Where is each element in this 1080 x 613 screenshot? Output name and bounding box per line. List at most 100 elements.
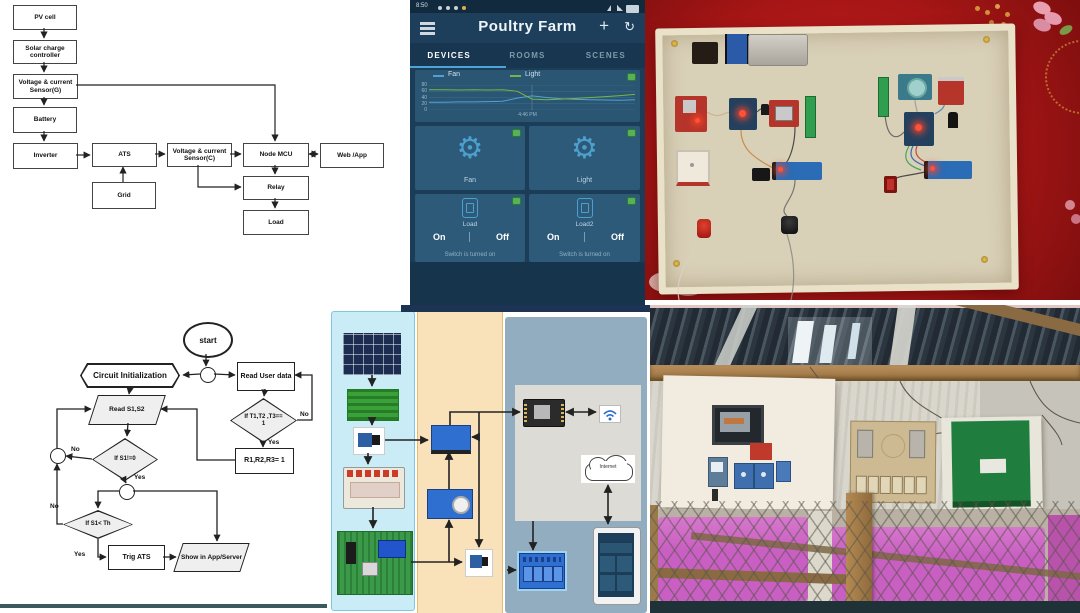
online-indicator: [512, 129, 521, 137]
floral-decoration: [1065, 200, 1075, 210]
read-s1s2-node: Read S1,S2: [88, 395, 166, 425]
switch-icon-inner: [581, 203, 589, 213]
phone-screen: [598, 533, 634, 597]
antenna-dot: [690, 163, 694, 167]
trig-ats-node: Trig ATS: [108, 545, 165, 570]
switch-icon: [577, 198, 593, 218]
led-indicator: [778, 167, 783, 172]
y-axis-tick-label: 60: [421, 88, 427, 95]
red-component: [750, 443, 772, 460]
internet-cloud: Internet: [581, 455, 635, 483]
relay-block: [533, 566, 543, 582]
tile-load2[interactable]: Load2 On Off Switch is turned on: [529, 194, 640, 262]
gear-icon: ⚙: [456, 132, 484, 165]
energy-meter: [708, 457, 728, 487]
tile-label: Load: [462, 221, 478, 228]
tile-light[interactable]: ⚙ Light: [529, 126, 640, 190]
tile-fan[interactable]: ⚙ Fan: [415, 126, 525, 190]
off-button[interactable]: Off: [611, 232, 624, 242]
terminal-block: [891, 475, 903, 495]
node-solar-charge: Solar charge controller: [13, 40, 77, 64]
mini-app-header: [600, 535, 632, 541]
add-device-icon[interactable]: +: [599, 16, 609, 35]
terminal-block: [915, 476, 927, 495]
read-user-node: Read User data: [237, 362, 295, 391]
menu-icon[interactable]: [420, 22, 435, 25]
esp-chip: [534, 405, 550, 419]
light-legend-label[interactable]: Light: [525, 71, 541, 78]
flower-decoration: [1031, 0, 1053, 17]
terminal-block: [903, 476, 915, 495]
pir-sensor: [898, 74, 932, 100]
online-indicator: [512, 197, 521, 205]
onoff-divider: [584, 232, 585, 242]
antenna-pcb: [878, 77, 889, 117]
pin-header: [524, 402, 527, 422]
off-button[interactable]: Off: [496, 232, 509, 242]
tile-load[interactable]: Load On Off Switch is turned on: [415, 194, 525, 262]
transistor: [761, 104, 769, 115]
mobile-phone: [593, 527, 641, 605]
node-ats: ATS: [92, 143, 157, 167]
fan-legend-label[interactable]: Fan: [448, 71, 461, 78]
transformer: [362, 562, 378, 576]
app-header: Poultry Farm + ↻: [410, 13, 645, 43]
node-label: Read User data: [240, 372, 292, 380]
panel-system-diagram: Internet: [327, 305, 650, 613]
refresh-icon[interactable]: ↻: [624, 19, 635, 34]
mini-tile: [617, 556, 632, 572]
sim-tray: [775, 106, 793, 121]
node-label: Read S1,S2: [109, 406, 145, 414]
light-legend-swatch: [510, 75, 521, 77]
tab-devices[interactable]: DEVICES: [427, 51, 471, 60]
corner-screw: [983, 36, 990, 43]
node-relay: Relay: [243, 176, 309, 200]
cond-s1-node: If S1!=0: [92, 438, 158, 481]
led-indicator: [695, 118, 700, 123]
relay-terminals: [523, 557, 561, 562]
led-indicator: [739, 110, 746, 117]
gps-ceramic-antenna: [676, 150, 710, 186]
set-relays-node: R1,R2,R3= 1: [235, 448, 294, 474]
node-label: Voltage & current Sensor(G): [18, 79, 73, 94]
capacitor-block: [378, 540, 406, 558]
onoff-divider: [469, 232, 470, 242]
mini-tile: [617, 575, 632, 591]
wifi-icon: [603, 410, 617, 421]
pin-header: [561, 402, 564, 422]
mini-chart: [600, 543, 632, 553]
terminal-block: [879, 475, 891, 494]
active-tab-underline: [410, 66, 506, 68]
switch-status-text: Switch is turned on: [444, 252, 496, 258]
no-label: No: [71, 446, 80, 453]
relay-bank: [734, 463, 774, 489]
gps-module: [675, 96, 707, 132]
start-node: start: [183, 322, 233, 358]
on-button[interactable]: On: [547, 232, 560, 242]
current-sensor-b: [465, 549, 493, 577]
panel-prototype-photo: [645, 0, 1080, 300]
rocker-switch: [884, 176, 897, 193]
figure-border-line: [0, 604, 327, 608]
pir-dome: [907, 78, 927, 98]
voltage-sensor-module: [427, 489, 473, 519]
panel-block-diagram: PV cell Solar charge controller Voltage …: [0, 0, 410, 305]
connector-block: [857, 429, 874, 458]
adc-module: [431, 425, 471, 454]
mini-tile: [600, 556, 615, 572]
y-axis-tick-label: 80: [421, 82, 427, 88]
node-node-mcu: Node MCU: [243, 143, 309, 167]
relay-dot: [761, 472, 766, 477]
node-label: R1,R2,R3= 1: [244, 457, 285, 465]
app-title: Poultry Farm: [478, 18, 577, 35]
on-button[interactable]: On: [433, 232, 446, 242]
solar-panel: [343, 333, 401, 375]
relay-block: [553, 566, 563, 582]
online-indicator: [627, 73, 636, 81]
yes-label: Yes: [134, 474, 146, 481]
leaf-decoration: [1057, 23, 1075, 37]
tab-rooms[interactable]: ROOMS: [509, 51, 546, 60]
switch-status-text: Switch is turned on: [559, 252, 610, 258]
tab-scenes[interactable]: SCENES: [585, 51, 626, 60]
